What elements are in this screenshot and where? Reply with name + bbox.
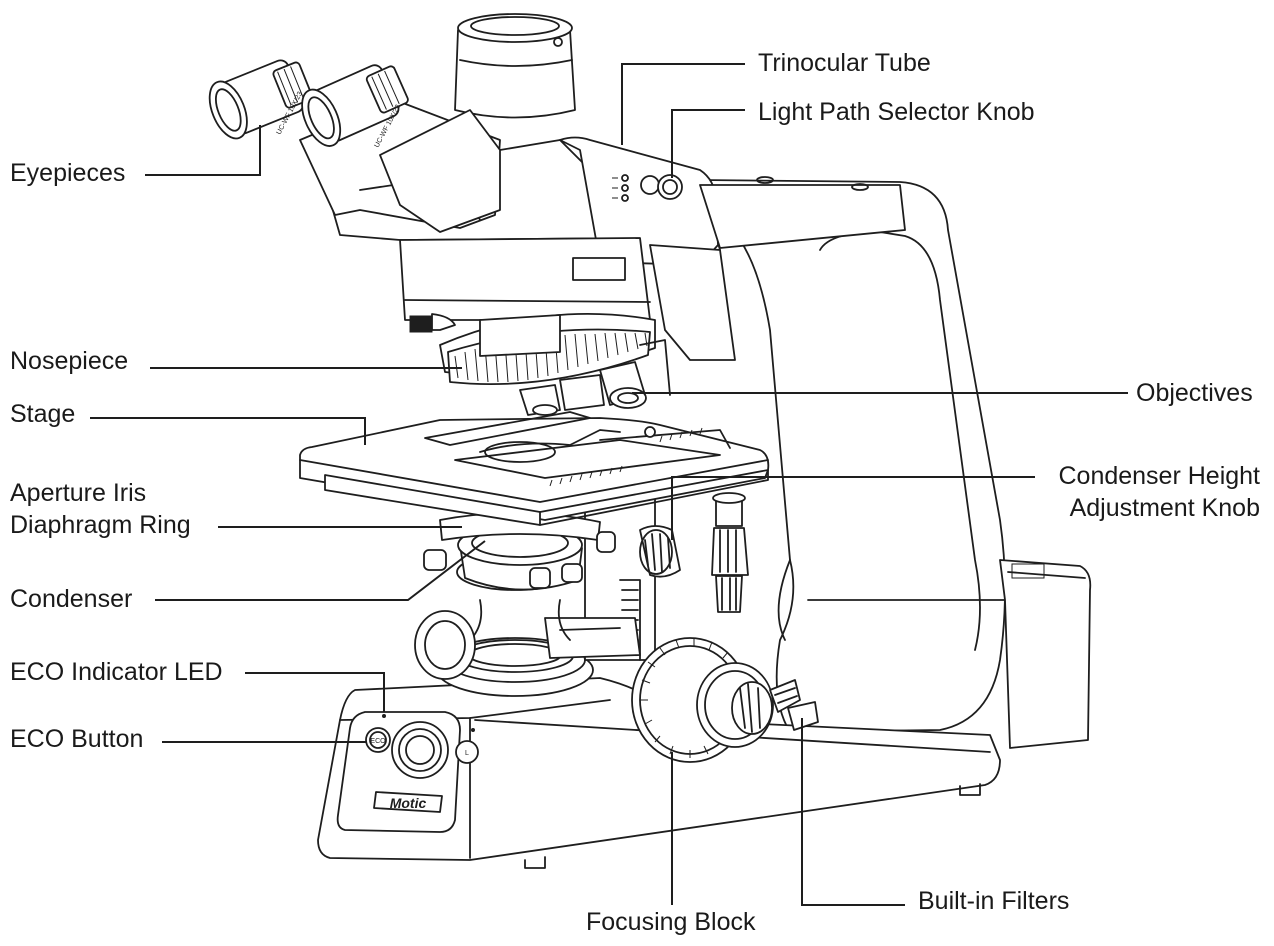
light-button-text: L (465, 750, 469, 757)
label-stage: Stage (10, 400, 76, 428)
objectives (519, 339, 671, 416)
leader-condenser-height (671, 476, 1035, 540)
leader-stage (90, 417, 366, 445)
microscope-arm (699, 179, 1092, 749)
label-condenser-height-line1: Condenser Height (1058, 462, 1260, 490)
eyepieces-assembly: UC-WF 10X/23 UC-WF 10X/23 (208, 59, 501, 233)
label-eco-button: ECO Button (10, 725, 144, 753)
label-nosepiece: Nosepiece (10, 347, 129, 375)
label-condenser: Condenser (10, 585, 133, 613)
label-built-in-filters: Built-in Filters (918, 887, 1070, 915)
stage-assembly (299, 411, 770, 613)
leader-eyepieces (145, 125, 261, 176)
condenser-assembly (414, 512, 616, 680)
label-eyepieces: Eyepieces (10, 159, 126, 187)
label-trinocular-tube: Trinocular Tube (758, 49, 931, 77)
microscope-base: ECO L Motic (317, 677, 1001, 869)
leader-eco-indicator (245, 672, 385, 712)
label-focusing-block: Focusing Block (586, 908, 756, 936)
leader-lines (90, 63, 1128, 906)
eco-button-text: ECO (370, 738, 386, 745)
brand-logo: Motic (390, 795, 427, 811)
trinocular-head (329, 13, 906, 271)
nosepiece (439, 312, 656, 386)
leader-light-path-selector (671, 109, 745, 178)
leader-built-in-filters (801, 718, 905, 906)
built-in-filters-levers (769, 679, 819, 731)
label-aperture-iris-line1: Aperture Iris (10, 479, 147, 507)
label-light-path-selector-knob: Light Path Selector Knob (758, 98, 1035, 126)
head-support (399, 237, 736, 361)
label-objectives: Objectives (1136, 379, 1253, 407)
leader-trinocular-tube (621, 63, 745, 145)
label-aperture-iris-line2: Diaphragm Ring (10, 511, 191, 539)
condenser-height-knob (639, 525, 681, 578)
focus-knob (631, 637, 774, 763)
leader-condenser (155, 540, 486, 601)
label-eco-indicator-led: ECO Indicator LED (10, 658, 223, 686)
label-condenser-height-line2: Adjustment Knob (1069, 494, 1260, 522)
